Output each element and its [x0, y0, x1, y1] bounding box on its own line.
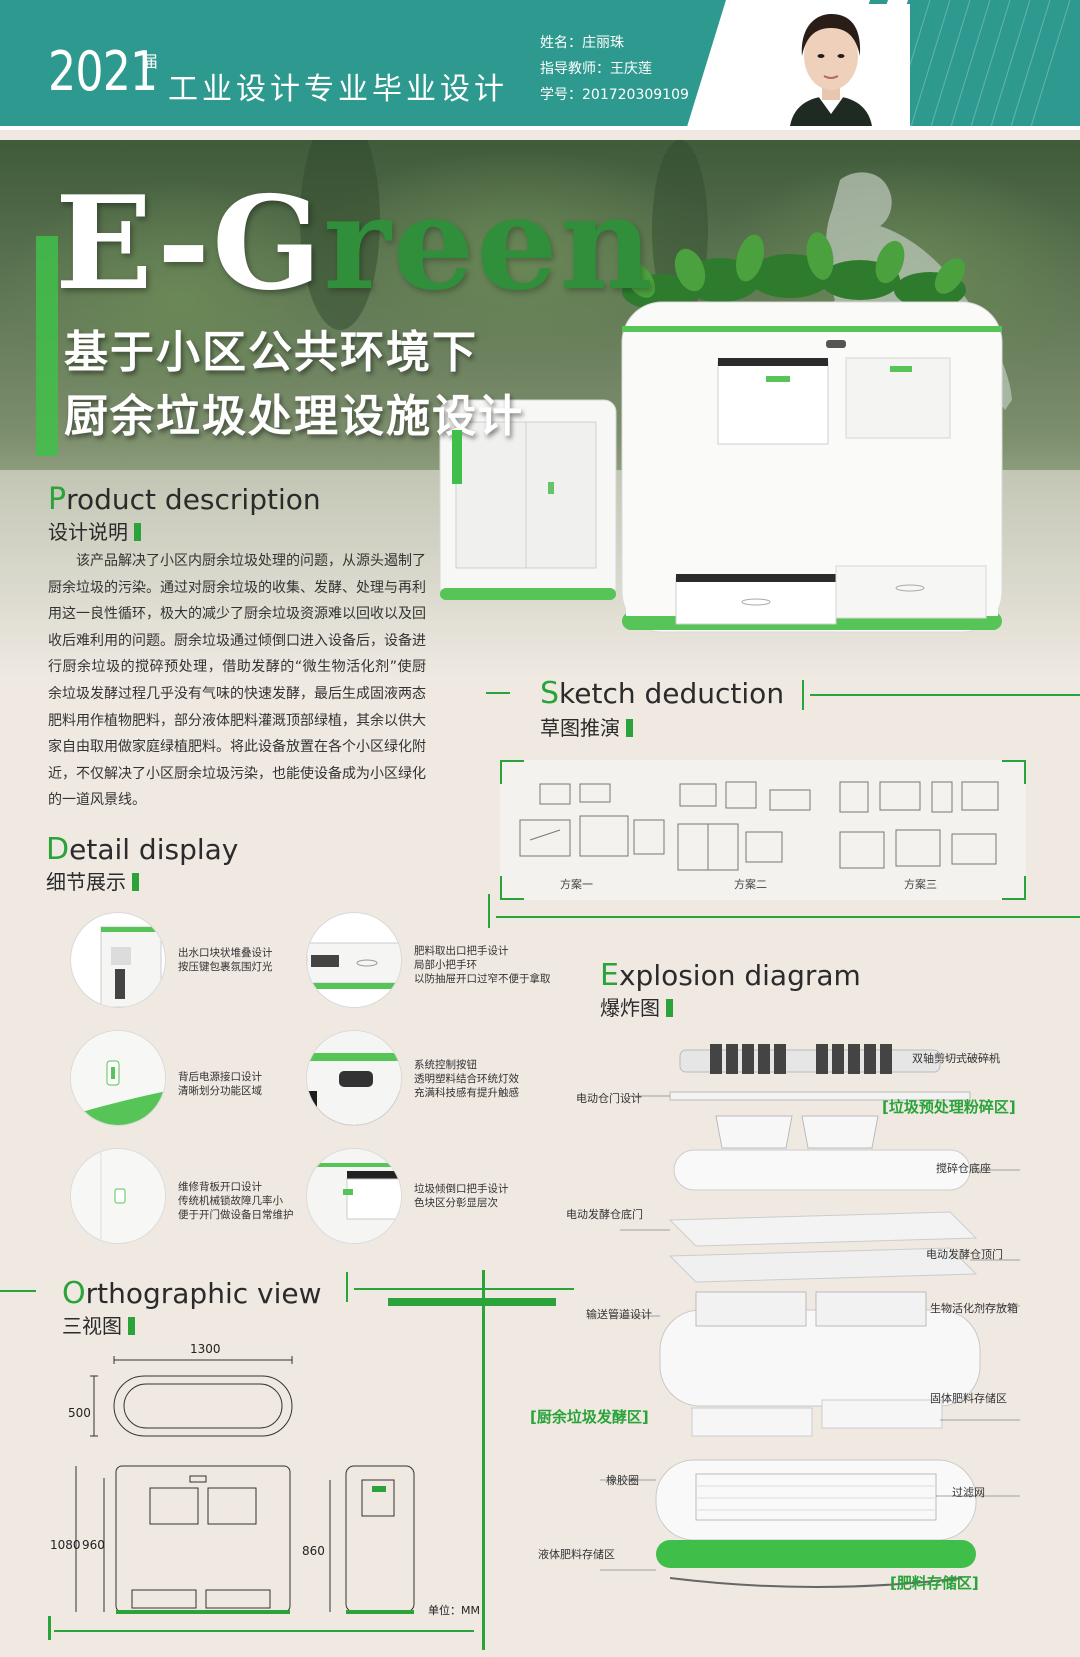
sketch-label-2: 方案二: [734, 878, 767, 891]
dim-height-side: 860: [302, 1544, 325, 1558]
hero-section: E-Green 基于小区公共环境下 厨余垃圾处理设施设计: [0, 140, 1080, 680]
detail-image-dump-handle: [306, 1148, 402, 1244]
hero-subtitle-2: 厨余垃圾处理设施设计: [64, 391, 524, 442]
advisor-name: 指导教师：王庆莲: [540, 61, 652, 77]
divider: [482, 1270, 485, 1650]
section-title-ortho-cn: 三视图: [62, 1310, 135, 1339]
section-title-ortho-en: Orthographic view: [62, 1276, 322, 1311]
divider: [496, 916, 1080, 918]
divider: [388, 1298, 556, 1306]
dim-width: 1300: [190, 1342, 221, 1356]
dim-height-total: 1080: [50, 1538, 81, 1552]
section-title-explosion-cn: 爆炸图: [600, 992, 673, 1021]
detail-caption-4: 系统控制按钮透明塑料结合环统灯效充满科技感有提升触感: [414, 1059, 519, 1099]
divider: [802, 680, 804, 710]
unit-label: 单位：MM: [428, 1604, 480, 1617]
detail-caption-2: 肥料取出口把手设计局部小把手环以防抽屉开口过窄不便于拿取: [414, 945, 551, 985]
corner-bracket: [1002, 876, 1026, 900]
zone-pretreatment: [垃圾预处理粉碎区]: [882, 1098, 1016, 1116]
detail-caption-5: 维修背板开口设计传统机械锁故障几率小便于开门做设备日常维护: [178, 1181, 294, 1221]
accent-bar: [36, 236, 58, 456]
explosion-label-filter: 过滤网: [952, 1486, 985, 1499]
explosion-label-solid-storage: 固体肥料存储区: [930, 1392, 1007, 1405]
sketch-board: 方案一 方案二 方案三: [500, 760, 1026, 900]
dim-depth: 500: [68, 1406, 91, 1420]
accent-bar-small: [452, 430, 462, 484]
detail-image-water-outlet: [70, 912, 166, 1008]
section-title-explosion-en: Explosion diagram: [600, 958, 861, 993]
detail-caption-6: 垃圾倾倒口把手设计色块区分彰显层次: [414, 1183, 509, 1209]
explosion-label-pipeline: 输送管道设计: [586, 1308, 652, 1321]
detail-image-power-port: [70, 1030, 166, 1126]
sketch-drawings: [519, 781, 999, 871]
explosion-label-electric-door: 电动仓门设计: [576, 1092, 642, 1105]
explosion-label-ferment-top-door: 电动发酵仓顶门: [926, 1248, 1003, 1261]
divider: [486, 692, 510, 694]
corner-bracket: [1002, 760, 1026, 784]
hero-background: [0, 140, 1080, 680]
corner-bracket: [500, 876, 524, 900]
orthographic-drawing: [48, 1356, 474, 1640]
detail-image-control-button: [306, 1030, 402, 1126]
zone-fermentation: [厨余垃圾发酵区]: [530, 1408, 649, 1426]
divider: [0, 1290, 36, 1292]
section-title-detail-en: Detail display: [46, 832, 239, 867]
brand-logo-text: E-Green: [55, 169, 655, 319]
divider: [810, 694, 1080, 696]
section-title-sketch-cn: 草图推演: [540, 712, 633, 741]
student-id: 学号：201720309109: [540, 87, 689, 103]
zone-fertilizer-storage: [肥料存储区]: [890, 1574, 979, 1592]
page-header: 2021 届 工业设计专业毕业设计 姓名：庄丽珠 指导教师：王庆莲 学号：201…: [0, 0, 1080, 130]
student-photo: [752, 4, 910, 126]
graduation-year: 2021: [48, 40, 158, 103]
product-description: 该产品解决了小区内厨余垃圾处理的问题，从源头遏制了厨余垃圾的污染。通过对厨余垃圾…: [48, 553, 426, 809]
section-title-product-en: Product description: [48, 482, 321, 517]
dim-height-body: 960: [82, 1538, 105, 1552]
detail-image-maintenance-panel: [70, 1148, 166, 1244]
section-title-sketch-en: Sketch deduction: [540, 676, 785, 711]
explosion-label-shredder: 双轴剪切式破碎机: [912, 1052, 1000, 1065]
corner-bracket: [500, 760, 524, 784]
sketch-label-3: 方案三: [904, 878, 937, 891]
year-suffix: 届: [142, 52, 159, 71]
section-title-product-cn: 设计说明: [48, 516, 141, 545]
explosion-label-activator-box: 生物活化剂存放箱: [930, 1302, 1018, 1315]
detail-image-fertilizer-handle: [306, 912, 402, 1008]
explosion-label-rubber-ring: 橡胶圈: [606, 1474, 639, 1487]
section-title-detail-cn: 细节展示: [46, 866, 139, 895]
hero-subtitle-1: 基于小区公共环境下: [64, 327, 478, 378]
explosion-label-liquid-storage: 液体肥料存储区: [538, 1548, 615, 1561]
explosion-drawing: [600, 1044, 1020, 1588]
divider: [346, 1272, 348, 1302]
detail-caption-3: 背后电源接口设计清晰划分功能区域: [178, 1071, 262, 1097]
explosion-label-ferment-bottom-door: 电动发酵仓底门: [566, 1208, 643, 1221]
detail-caption-1: 出水口块状堆叠设计按压键包裹氛围灯光: [178, 947, 273, 973]
sketch-label-1: 方案一: [560, 878, 593, 891]
divider: [354, 1288, 574, 1290]
divider: [488, 894, 490, 928]
header-title: 工业设计专业毕业设计: [168, 72, 508, 107]
explosion-label-crush-base: 搅碎仓底座: [936, 1162, 991, 1175]
student-name: 姓名：庄丽珠: [540, 35, 624, 51]
